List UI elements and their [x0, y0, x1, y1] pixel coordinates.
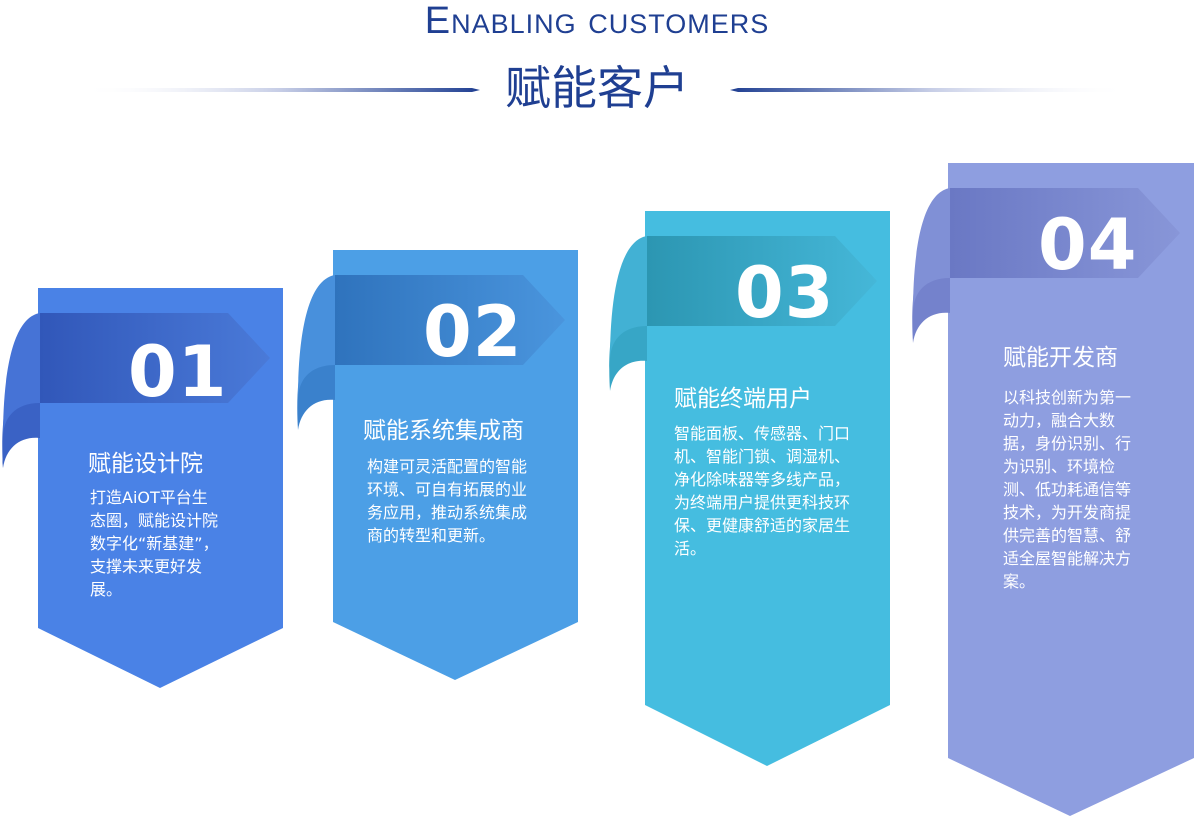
- card-04-description: 以科技创新为第一动力，融合大数据，身份识别、行为识别、环境检测、低功耗通信等技术…: [1003, 388, 1132, 591]
- card-04-background: [948, 163, 1194, 816]
- card-04: 04 赋能开发商 以科技创新为第一动力，融合大数据，身份识别、行为识别、环境检测…: [910, 163, 1194, 816]
- card-03-description: 智能面板、传感器、门口机、智能门锁、调湿机、净化除味器等多线产品，为终端用户提供…: [674, 424, 851, 558]
- header-decoration-left: [80, 88, 480, 92]
- card-01: 01 赋能设计院 打造AiOT平台生态圈，赋能设计院数字化“新基建”，支撑未来更…: [0, 288, 290, 688]
- card-04-ribbon: [912, 188, 1180, 343]
- card-04-title: 赋能开发商: [1003, 345, 1118, 371]
- card-03-title: 赋能终端用户: [674, 386, 812, 412]
- card-01-number: 01: [128, 331, 228, 413]
- header-title-english: Enabling customers: [424, 0, 770, 42]
- card-03-background: [645, 211, 890, 766]
- card-02: 02 赋能系统集成商 构建可灵活配置的智能环境、可自有拓展的业务应用，推动系统集…: [295, 250, 585, 680]
- card-02-ribbon: [297, 275, 565, 430]
- card-01-ribbon: [2, 313, 270, 468]
- header-decoration-right: [730, 88, 1130, 92]
- card-04-number: 04: [1038, 204, 1138, 286]
- header-title-chinese: 赋能客户: [505, 61, 689, 115]
- card-01-title: 赋能设计院: [88, 451, 203, 477]
- card-01-description: 打造AiOT平台生态圈，赋能设计院数字化“新基建”，支撑未来更好发展。: [90, 488, 219, 599]
- card-02-title: 赋能系统集成商: [363, 418, 524, 444]
- card-03: 03 赋能终端用户 智能面板、传感器、门口机、智能门锁、调湿机、净化除味器等多线…: [607, 211, 897, 766]
- card-03-number: 03: [735, 252, 835, 334]
- card-02-description: 构建可灵活配置的智能环境、可自有拓展的业务应用，推动系统集成商的转型和更新。: [367, 457, 528, 545]
- card-02-number: 02: [423, 291, 523, 373]
- card-03-ribbon: [609, 236, 877, 391]
